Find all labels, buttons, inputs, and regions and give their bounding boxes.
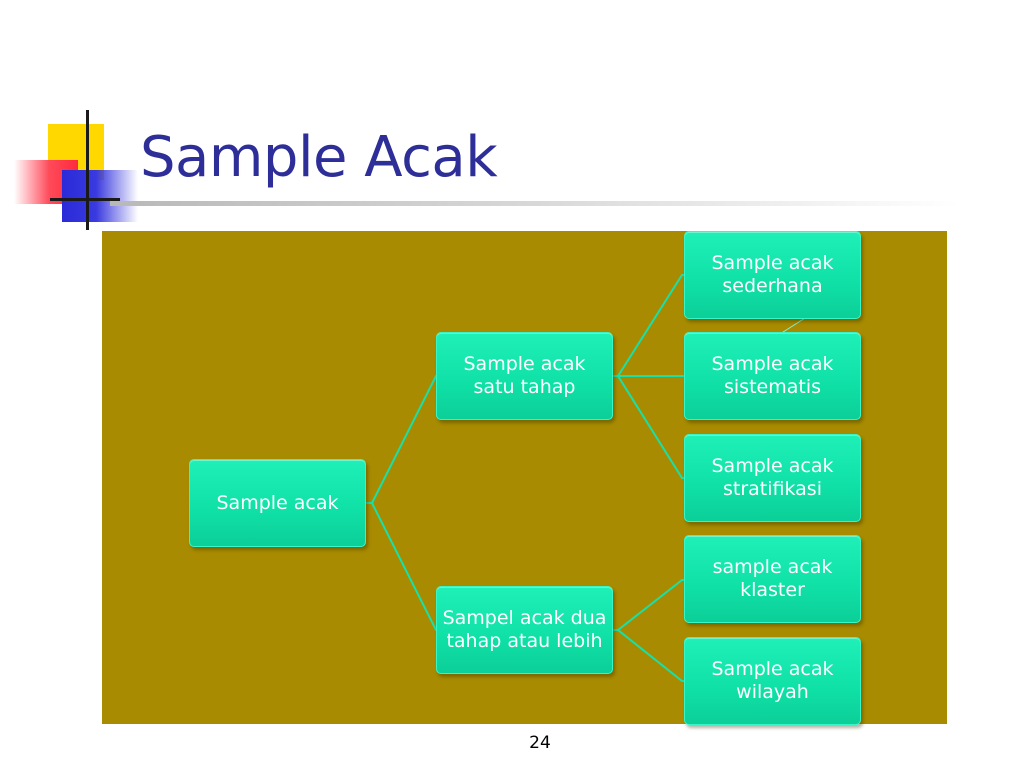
node-label: Sample acak stratifikasi	[711, 455, 834, 500]
node-sample-acak-sederhana: Sample acak sederhana	[684, 231, 861, 319]
node-sample-acak-sistematis: Sample acak sistematis	[684, 332, 861, 420]
node-sample-acak-satu-tahap: Sample acak satu tahap	[436, 332, 613, 420]
node-label: Sample acak satu tahap	[463, 353, 586, 398]
blue-square	[62, 170, 138, 222]
node-sampel-acak-dua-tahap: Sampel acak dua tahap atau lebih	[436, 586, 613, 674]
node-label: Sample acak wilayah	[711, 658, 834, 703]
node-sample-acak-stratifikasi: Sample acak stratifikasi	[684, 434, 861, 522]
logo-vertical-line	[86, 110, 89, 230]
node-label: Sample acak sederhana	[711, 252, 834, 297]
node-sample-acak: Sample acak	[189, 459, 366, 547]
node-sample-acak-wilayah: Sample acak wilayah	[684, 637, 861, 725]
connector-dua-to-klaster	[612, 579, 685, 631]
connector-satu-to-sederhana	[612, 274, 685, 377]
connector-root-to-dua-tahap	[366, 502, 438, 631]
node-label: Sample acak sistematis	[711, 353, 834, 398]
connector-root-to-satu-tahap	[366, 375, 438, 504]
connector-dua-to-wilayah	[612, 629, 685, 682]
connector-satu-to-stratifikasi	[612, 375, 685, 479]
slide-title: Sample Acak	[140, 125, 498, 190]
logo-horizontal-line	[50, 198, 120, 201]
node-label: sample acak klaster	[712, 556, 833, 601]
title-underline	[110, 201, 960, 206]
corner-logo	[0, 0, 160, 240]
node-label: Sample acak	[216, 491, 339, 514]
page-number: 24	[529, 733, 551, 753]
node-sample-acak-klaster: sample acak klaster	[684, 535, 861, 623]
node-label: Sampel acak dua tahap atau lebih	[442, 607, 607, 652]
